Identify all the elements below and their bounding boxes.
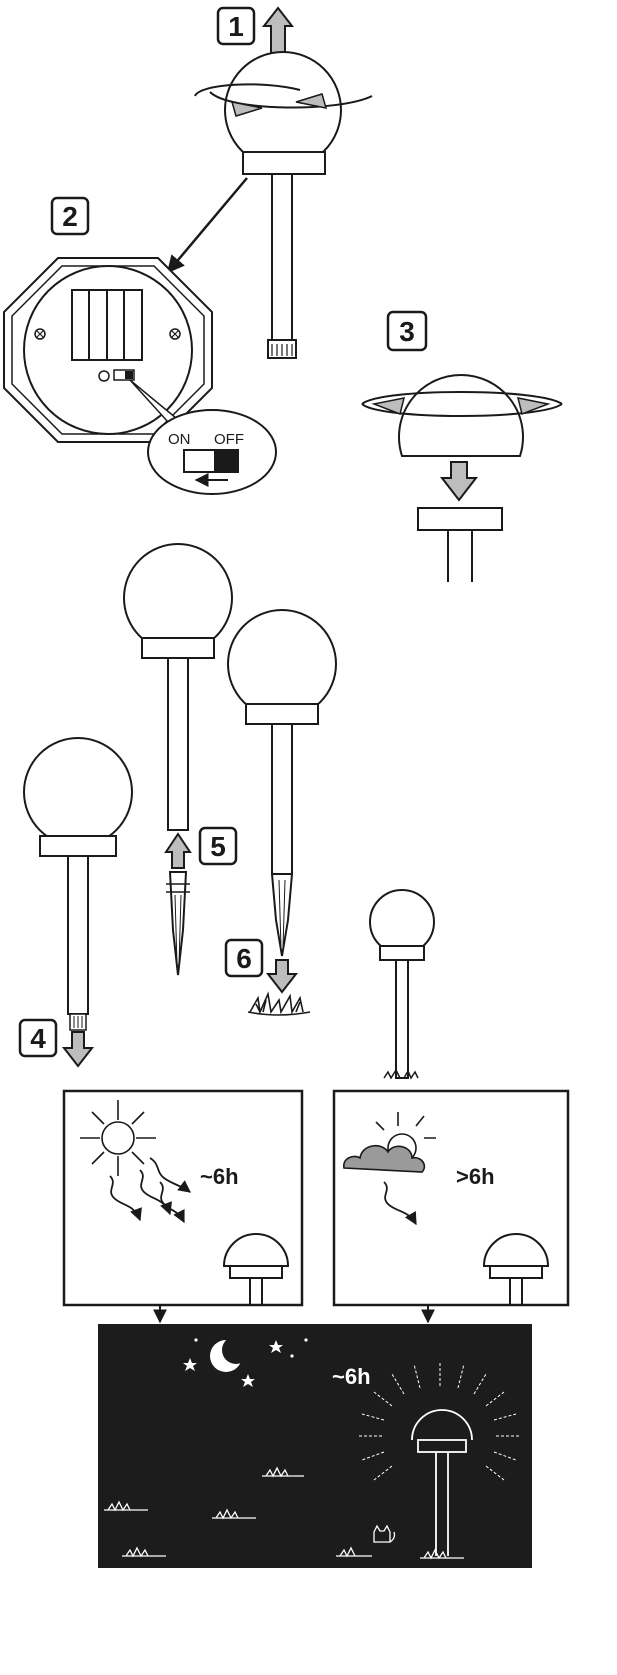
- step4-badge: 4: [20, 1020, 56, 1056]
- night-panel: ~6h: [98, 1324, 532, 1568]
- sunny-charge-duration: ~6h: [200, 1164, 239, 1189]
- svg-text:2: 2: [62, 201, 78, 232]
- step5-badge: 5: [200, 828, 236, 864]
- lamp-middle-step5: 5: [124, 544, 236, 975]
- installed-lamp: [370, 890, 434, 1078]
- svg-text:6: 6: [236, 943, 252, 974]
- solar-panel: [72, 290, 142, 360]
- lift-up-arrow-icon: [264, 8, 292, 54]
- lamp-left-step4: 4: [20, 738, 132, 1066]
- step6-badge: 6: [226, 940, 262, 976]
- switch-off-label: OFF: [214, 431, 244, 448]
- switch-on-label: ON: [168, 431, 191, 448]
- svg-text:1: 1: [228, 11, 244, 42]
- svg-text:3: 3: [399, 316, 415, 347]
- lamp-collar: [418, 508, 502, 530]
- push-down-arrow-icon: [268, 960, 296, 992]
- charging-panel-sunny: ~6h: [64, 1091, 302, 1305]
- insert-up-arrow-icon: [166, 834, 190, 868]
- lamp-collar: [243, 152, 325, 174]
- pull-down-arrow-icon: [64, 1032, 92, 1066]
- power-indicator-icon: [99, 371, 109, 381]
- screw-icon: [170, 329, 180, 339]
- ground-spike: [166, 872, 190, 975]
- night-light-duration: ~6h: [332, 1364, 371, 1389]
- svg-text:4: 4: [30, 1023, 46, 1054]
- charging-panel-cloudy: >6h: [334, 1091, 568, 1305]
- step3-reattach-head: 3: [362, 312, 562, 582]
- step2-badge: 2: [52, 198, 88, 234]
- step2-switch-on: 2 ON OFF: [4, 198, 276, 494]
- lamp-right-step6: 6: [226, 610, 336, 1015]
- screw-icon: [35, 329, 45, 339]
- pointer-arrow: [168, 178, 247, 272]
- grass-icon: [248, 994, 310, 1015]
- cloudy-charge-duration: >6h: [456, 1164, 495, 1189]
- svg-text:5: 5: [210, 831, 226, 862]
- step1-badge: 1: [218, 8, 254, 44]
- step3-badge: 3: [388, 312, 426, 350]
- lamp-pole: [272, 174, 292, 346]
- lower-down-arrow-icon: [442, 462, 476, 500]
